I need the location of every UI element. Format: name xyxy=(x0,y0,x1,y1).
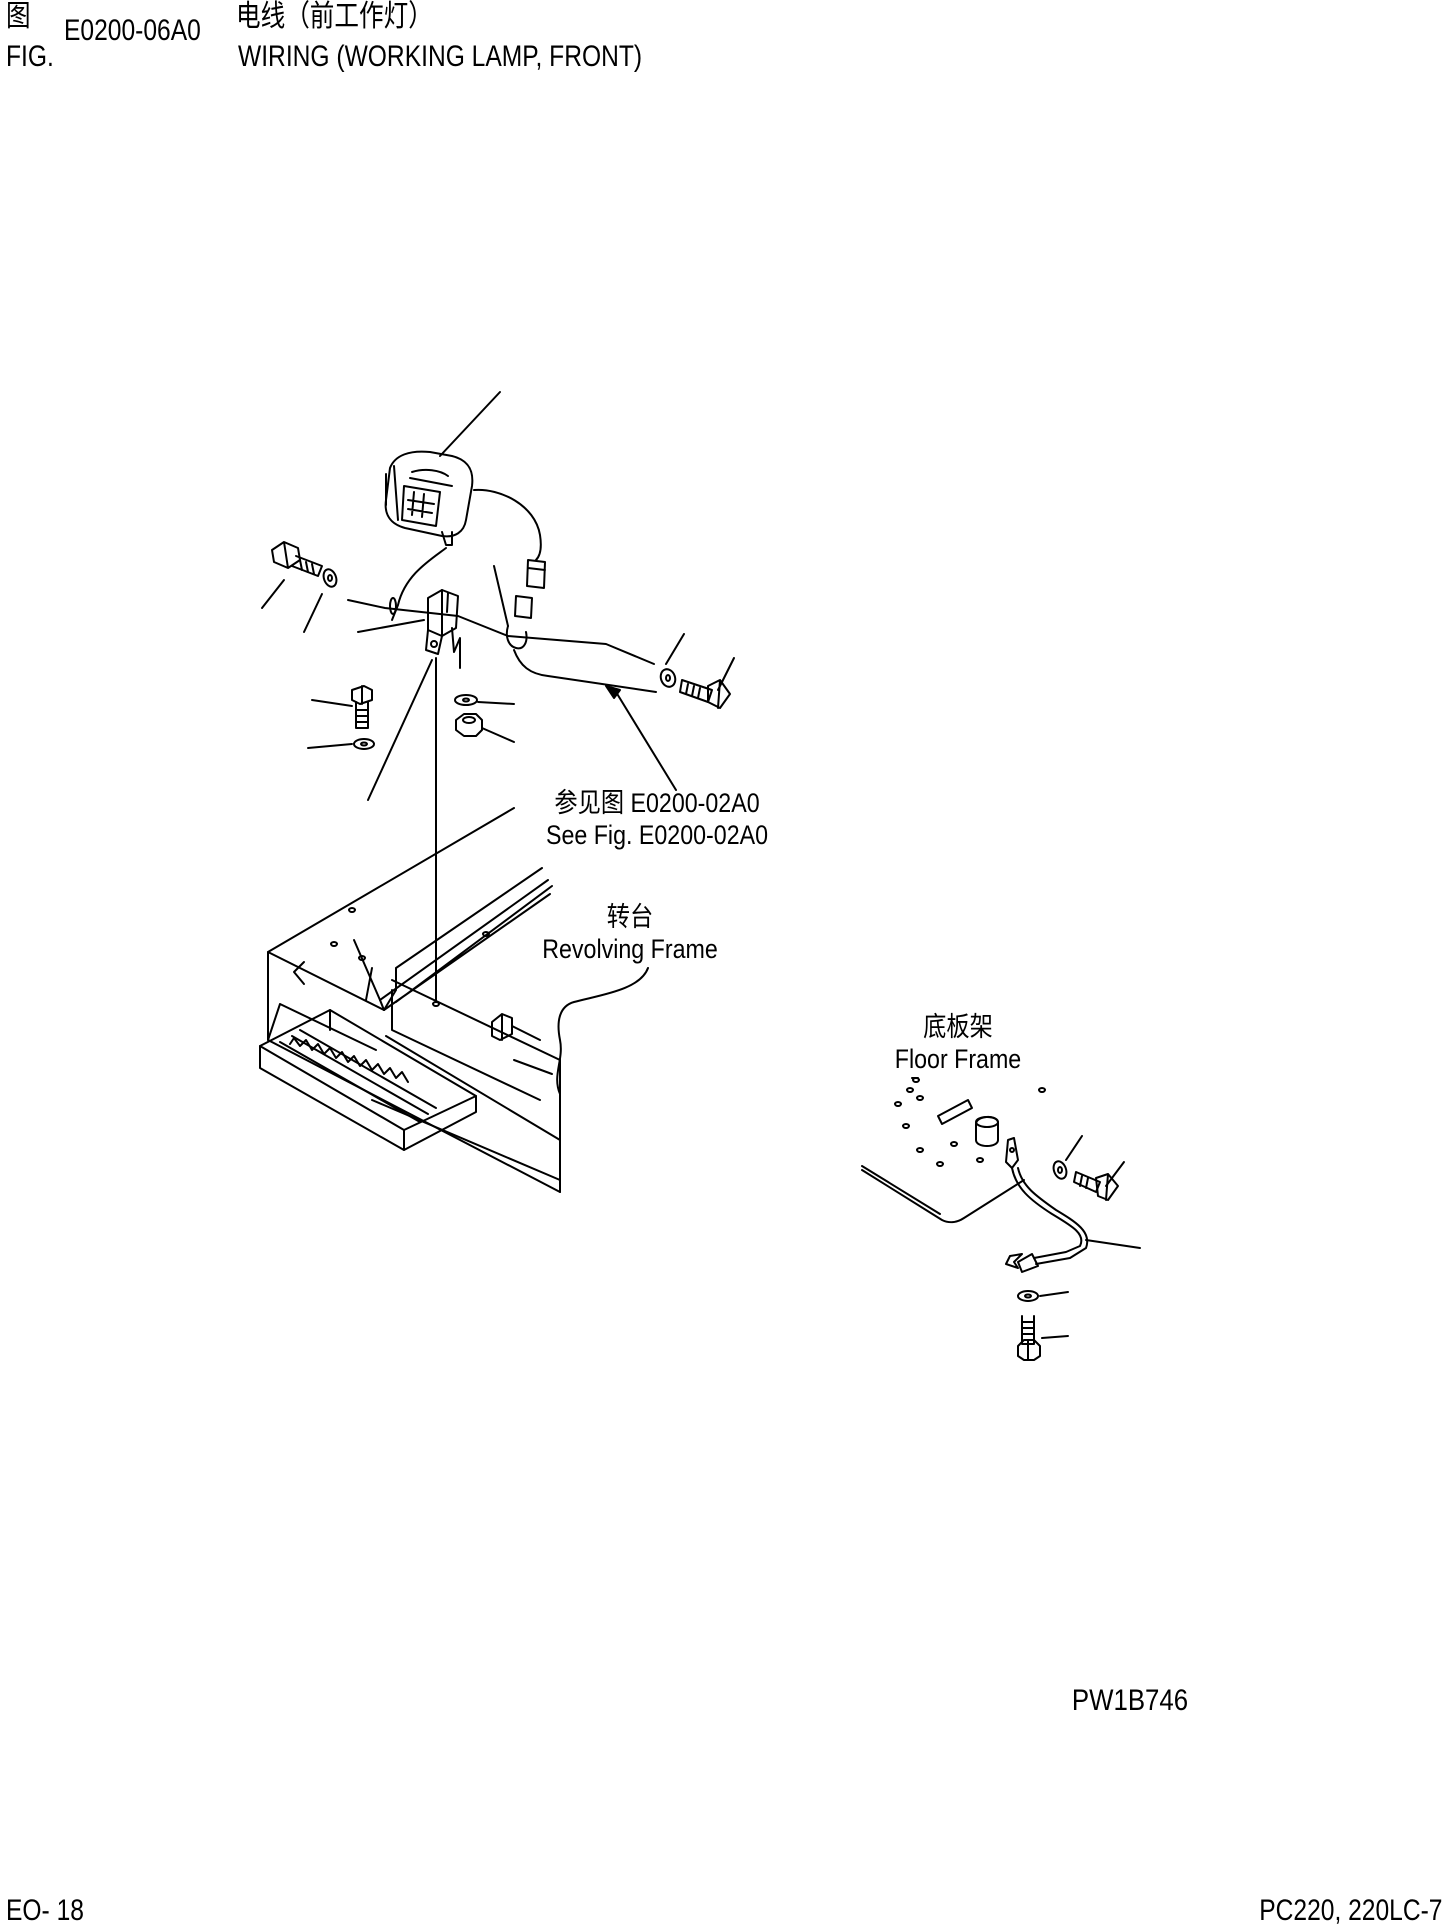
bolt-floor-upper xyxy=(1074,1172,1118,1200)
washer-right xyxy=(658,667,677,689)
connector-plug-lower xyxy=(507,596,532,648)
leader-washer-ll xyxy=(308,744,352,748)
washer-floor-upper xyxy=(1051,1159,1068,1180)
illustration-code: PW1B746 xyxy=(1071,1684,1189,1717)
revolving-frame-label-en: Revolving Frame xyxy=(542,934,718,964)
bolt-floor-lower xyxy=(1018,1316,1040,1360)
bolt-right xyxy=(680,680,730,708)
floor-frame-label-cn: 底板架 xyxy=(923,1012,993,1042)
lamp-bracket xyxy=(426,590,460,668)
harness-upper xyxy=(348,600,654,664)
bolt-upper-left xyxy=(272,542,322,576)
revolving-frame xyxy=(268,808,560,1192)
see-fig-label-en: See Fig. E0200-02A0 xyxy=(545,820,769,850)
leader-washer-floor-lower xyxy=(1040,1292,1068,1296)
frame-holes xyxy=(331,908,489,1006)
floor-frame-label-en: Floor Frame xyxy=(894,1044,1022,1074)
assembly-line-diagonal xyxy=(368,660,432,800)
leader-lamp xyxy=(440,392,500,456)
floor-frame xyxy=(862,1100,1024,1222)
fig-title-cn: 电线（前工作灯） xyxy=(236,0,433,33)
floor-slot xyxy=(938,1100,972,1124)
lamp-cable xyxy=(392,548,446,620)
washer-centre xyxy=(455,695,477,705)
leader-bolt-floor-lower xyxy=(1042,1336,1068,1338)
fig-label-cn: 图 xyxy=(6,0,31,33)
working-lamp xyxy=(386,452,541,560)
frame-step xyxy=(260,1010,476,1150)
footer-model: PC220, 220LC-7 xyxy=(1258,1894,1442,1927)
leader-revolving-frame xyxy=(557,968,648,1094)
fig-number: E0200-06A0 xyxy=(64,14,201,47)
leader-washer-floor-upper xyxy=(1066,1136,1082,1160)
leader-washer-ul xyxy=(304,594,322,632)
leader-ground-cable xyxy=(1086,1240,1140,1248)
leader-bolt-floor-upper xyxy=(1106,1162,1124,1186)
harness-lower xyxy=(514,650,656,692)
leader-bolt-ul xyxy=(262,580,284,608)
washer-upper-left xyxy=(321,567,338,588)
see-fig-arrow xyxy=(606,686,676,790)
leader-connector xyxy=(494,566,508,626)
washer-lower-left xyxy=(354,739,374,749)
leader-nut xyxy=(482,728,514,742)
footer-page-number: EO- 18 xyxy=(6,1894,84,1927)
grommet-icon xyxy=(390,598,396,614)
leader-washer-right xyxy=(666,634,684,664)
leader-bracket xyxy=(358,620,424,632)
leader-bolt-ll xyxy=(312,700,352,706)
leader-bolt-right xyxy=(718,658,734,690)
fig-label-en: FIG. xyxy=(6,40,54,73)
nut-centre xyxy=(456,714,482,736)
revolving-frame-label-cn: 转台 xyxy=(606,902,654,932)
leader-washer-centre xyxy=(478,702,514,704)
washer-floor-lower xyxy=(1018,1291,1038,1301)
floor-holes xyxy=(895,1078,1045,1166)
connector-plug-upper xyxy=(527,560,545,588)
fig-title-en: WIRING (WORKING LAMP, FRONT) xyxy=(238,40,643,73)
bolt-lower-left xyxy=(352,686,372,728)
see-fig-label-cn: 参见图 E0200-02A0 xyxy=(554,788,760,818)
ground-cable xyxy=(1006,1138,1087,1272)
